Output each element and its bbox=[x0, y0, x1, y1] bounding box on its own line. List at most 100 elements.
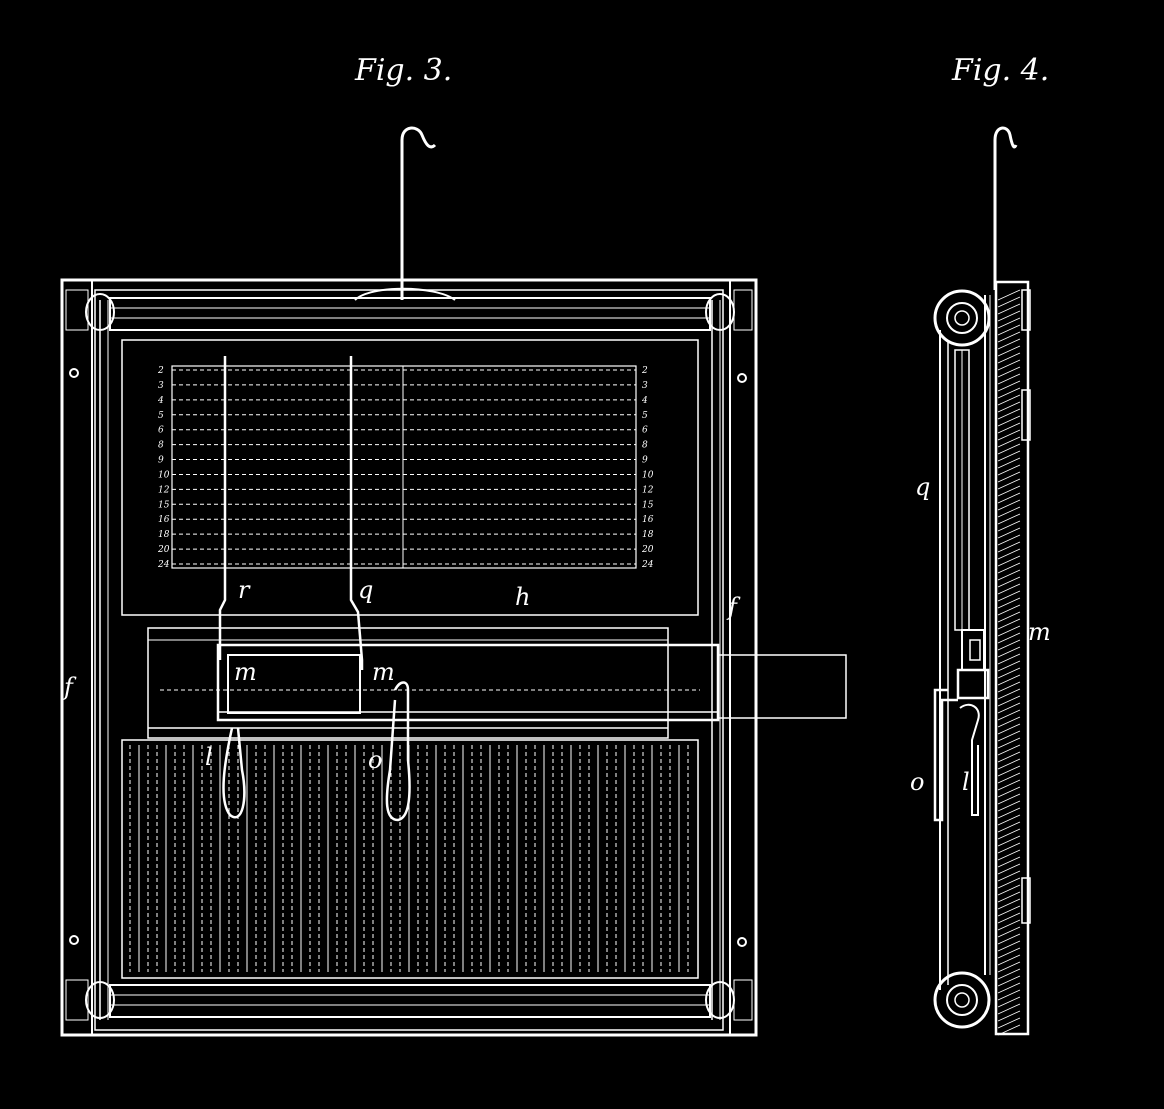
hatch-line bbox=[997, 968, 1021, 980]
hatch-line bbox=[997, 849, 1021, 861]
hatch-line bbox=[997, 429, 1021, 441]
hatch-line bbox=[997, 485, 1021, 497]
fig3-loop-o bbox=[385, 681, 411, 822]
hatch-line bbox=[997, 590, 1021, 602]
hatch-line bbox=[997, 366, 1021, 378]
hatch-line bbox=[997, 352, 1021, 364]
fig3-label-m-left: m bbox=[234, 658, 257, 686]
hatch-line bbox=[997, 807, 1021, 819]
hatch-line bbox=[997, 331, 1021, 343]
hatch-line bbox=[997, 863, 1021, 875]
fig3-label-q: q bbox=[358, 576, 373, 604]
hatch-line bbox=[997, 471, 1021, 483]
fig3-grid-lines bbox=[172, 366, 636, 568]
hatch-line bbox=[997, 961, 1021, 973]
hatch-line bbox=[997, 926, 1021, 938]
hatch-line bbox=[997, 541, 1021, 553]
hatch-line bbox=[997, 506, 1021, 518]
hatch-line bbox=[997, 1003, 1021, 1015]
fig3-screws bbox=[69, 368, 747, 947]
hatch-line bbox=[997, 611, 1021, 623]
hatch-line bbox=[997, 905, 1021, 917]
hatch-line bbox=[997, 681, 1021, 693]
hatch-line bbox=[997, 464, 1021, 476]
hatch-line bbox=[997, 772, 1021, 784]
fig4-label-l: l bbox=[962, 768, 970, 796]
hatch-line bbox=[997, 975, 1021, 987]
hatch-line bbox=[997, 828, 1021, 840]
fig3-loop-l bbox=[222, 727, 246, 819]
hatch-line bbox=[997, 618, 1021, 630]
row-number-left: 18 bbox=[158, 530, 170, 540]
row-number-right: 5 bbox=[642, 411, 648, 421]
hatch-line bbox=[997, 436, 1021, 448]
fig3-label-f-left: f bbox=[62, 673, 77, 701]
hatch-line bbox=[997, 716, 1021, 728]
hatch-line bbox=[997, 443, 1021, 455]
row-number-right: 18 bbox=[642, 530, 654, 540]
hatch-line bbox=[997, 310, 1021, 322]
fig3-hook-mount bbox=[354, 287, 456, 301]
fig3-bottom-roller bbox=[65, 979, 753, 1021]
hatch-line bbox=[997, 492, 1021, 504]
hatch-line bbox=[997, 912, 1021, 924]
fig4-title: Fig. 4. bbox=[951, 53, 1049, 88]
row-number-right: 20 bbox=[641, 545, 654, 555]
row-number-left: 24 bbox=[157, 560, 170, 570]
fig3-top-roller bbox=[65, 289, 753, 331]
fig3-label-r: r bbox=[238, 576, 251, 604]
hatch-line bbox=[997, 751, 1021, 763]
hatch-line bbox=[997, 548, 1021, 560]
fig3-outer-frame bbox=[60, 278, 758, 1037]
hatch-line bbox=[997, 996, 1021, 1008]
hatch-line bbox=[997, 793, 1021, 805]
hatch-line bbox=[997, 940, 1021, 952]
hatch-line bbox=[997, 597, 1021, 609]
hatch-line bbox=[997, 667, 1021, 679]
hatch-line bbox=[997, 954, 1021, 966]
hatch-line bbox=[997, 604, 1021, 616]
hatch-line bbox=[997, 982, 1021, 994]
hatch-line bbox=[997, 744, 1021, 756]
hatch-line bbox=[997, 422, 1021, 434]
hatch-line bbox=[997, 324, 1021, 336]
row-number-left: 8 bbox=[158, 441, 164, 451]
hatch-line bbox=[997, 1010, 1021, 1022]
hatch-line bbox=[997, 1017, 1021, 1029]
row-number-left: 16 bbox=[158, 515, 170, 525]
hatch-line bbox=[997, 639, 1021, 651]
hatch-line bbox=[997, 555, 1021, 567]
hatch-line bbox=[997, 387, 1021, 399]
row-number-right: 3 bbox=[642, 381, 648, 391]
hatch-line bbox=[997, 562, 1021, 574]
hatch-line bbox=[997, 821, 1021, 833]
row-number-left: 10 bbox=[158, 470, 170, 480]
row-number-left: 20 bbox=[157, 545, 170, 555]
row-number-right: 6 bbox=[642, 426, 648, 436]
hatch-line bbox=[997, 758, 1021, 770]
hatch-line bbox=[997, 660, 1021, 672]
hatch-line bbox=[997, 877, 1021, 889]
fig4-backboard bbox=[994, 280, 1031, 1036]
hatch-line bbox=[997, 625, 1021, 637]
fig4-carriage bbox=[933, 629, 990, 822]
hatch-line bbox=[997, 317, 1021, 329]
hatch-line bbox=[997, 765, 1021, 777]
row-number-right: 8 bbox=[642, 441, 648, 451]
fig3-hook bbox=[400, 126, 437, 300]
fig3-lower-panel bbox=[121, 739, 699, 979]
fig4-bottom-roller bbox=[933, 971, 991, 1029]
fig3-label-l: l bbox=[205, 743, 213, 771]
hatch-line bbox=[997, 674, 1021, 686]
hatch-line bbox=[997, 373, 1021, 385]
hatch-line bbox=[997, 499, 1021, 511]
hatch-line bbox=[997, 786, 1021, 798]
hatch-line bbox=[997, 989, 1021, 1001]
fig3-label-m-right: m bbox=[372, 658, 395, 686]
hatch-line bbox=[997, 569, 1021, 581]
fig3-label-h: h bbox=[515, 583, 530, 611]
fig4-label-m: m bbox=[1028, 618, 1051, 646]
hatch-line bbox=[997, 884, 1021, 896]
hatch-line bbox=[997, 408, 1021, 420]
